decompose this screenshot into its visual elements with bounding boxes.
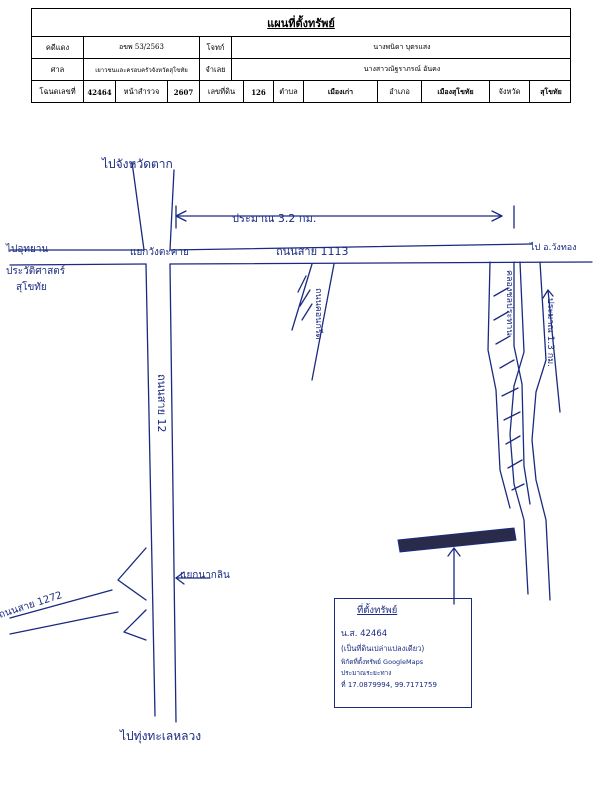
location-coord-note-1: พิกัดที่ตั้งทรัพย์ GoogleMaps xyxy=(341,658,424,666)
location-title: ที่ตั้งทรัพย์ xyxy=(357,605,398,616)
plaintiff-label: โจทก์ xyxy=(200,37,232,58)
subdistrict-value: เมืองเก่า xyxy=(304,81,378,103)
location-deed: น.ส. 42464 xyxy=(341,629,388,639)
irrigation-canal-label: คลองชลประทาน xyxy=(504,270,514,335)
sukhothai-label: สุโขทัย xyxy=(16,280,47,293)
land-value: 126 xyxy=(244,81,274,103)
intersection-triangle-lower xyxy=(123,609,147,641)
location-coord-note-2: ประมาณระยะทาง xyxy=(341,669,392,677)
court-value: เยาวชนและครอบครัวจังหวัดสุโขทัย xyxy=(84,59,200,80)
to-thung-thale-luang-label: ไปทุ่งทะเลหลวง xyxy=(119,729,201,744)
property-location-box: ที่ตั้งทรัพย์ น.ส. 42464 (เป็นที่ดินเปล่… xyxy=(334,598,472,708)
to-park-label: ไปอุทยาน xyxy=(5,243,48,255)
road-1272-edges xyxy=(9,589,119,635)
parcel-pointer-arrow xyxy=(447,547,461,557)
form-row-court: ศาล เยาวชนและครอบครัวจังหวัดสุโขทัย จำเล… xyxy=(32,59,570,81)
location-note: (เป็นที่ดินเปล่าแปลงเดียว) xyxy=(341,644,425,653)
distance-top-label: ประมาณ 3.2 กม. xyxy=(232,212,316,225)
hand-drawn-map: ไปจังหวัดตาก ไปอุทยาน ประวัติศาสตร์ สุโข… xyxy=(0,157,593,744)
concrete-road-label: ถนนคอนกรีต xyxy=(313,288,324,340)
road-12-right-edge xyxy=(169,169,177,723)
distance-right-arrow-top xyxy=(542,289,554,299)
plaintiff-value: นางพนิดา บุตรแสง xyxy=(373,43,431,51)
road-1113-top-edge xyxy=(9,243,533,251)
deed-value: 42464 xyxy=(84,81,116,103)
canal-left-edge xyxy=(487,261,511,509)
to-wang-thong-label: ไป อ.วังทอง xyxy=(529,242,577,253)
form-title: แผนที่ตั้งทรัพย์ xyxy=(267,17,335,30)
road-1113-bottom-edge xyxy=(9,261,593,266)
district-label: อำเภอ xyxy=(378,81,422,103)
property-parcel xyxy=(397,527,517,553)
to-tak-label: ไปจังหวัดตาก xyxy=(101,157,173,171)
intersection-pointer-arrow xyxy=(175,571,185,585)
form-row-case: คดีแดง อขพ 53/2563 โจทก์ นางพนิดา บุตรแส… xyxy=(32,37,570,59)
right-road-left-edge xyxy=(509,261,529,595)
location-coords: ที่ 17.0879994, 99.7171759 xyxy=(341,681,437,689)
intersection-triangle-upper xyxy=(117,547,147,601)
road-12-left-edge xyxy=(131,161,156,717)
distance-top-arrow-left xyxy=(175,210,187,222)
form-title-row: แผนที่ตั้งทรัพย์ xyxy=(32,9,570,37)
court-label: ศาล xyxy=(32,59,84,80)
land-label: เลขที่ดิน xyxy=(200,81,244,103)
wang-takhai-junction-label: แยกวังตะคาย xyxy=(130,247,189,258)
road-12-label: ถนนสาย 12 xyxy=(155,374,168,433)
historical-park-label: ประวัติศาสตร์ xyxy=(6,265,66,277)
concrete-road-edge-left xyxy=(291,263,313,331)
right-road-right-edge xyxy=(531,261,551,601)
case-value: อขพ 53/2563 xyxy=(84,37,200,58)
distance-right-label: ประมาณ 1.3 กม. xyxy=(545,298,555,367)
property-form-table: แผนที่ตั้งทรัพย์ คดีแดง อขพ 53/2563 โจทก… xyxy=(31,8,571,103)
defendant-label: จำเลย xyxy=(200,59,232,80)
concrete-road-edge-right xyxy=(311,263,335,381)
na-klin-intersection-label: แยกนากลิน xyxy=(180,570,230,581)
province-label: จังหวัด xyxy=(490,81,530,103)
subdistrict-label: ตำบล xyxy=(274,81,304,103)
defendant-value: นางสาวณัฐราภรณ์ อันคง xyxy=(363,65,441,73)
deed-label: โฉนดเลขที่ xyxy=(32,81,84,103)
case-label: คดีแดง xyxy=(32,37,84,58)
distance-right-line xyxy=(547,289,561,413)
survey-value: 2607 xyxy=(168,81,200,103)
distance-top-arrow-right xyxy=(491,210,503,222)
concrete-road-hatch xyxy=(297,275,313,321)
form-row-deed: โฉนดเลขที่ 42464 หน้าสำรวจ 2607 เลขที่ดิ… xyxy=(32,81,570,103)
province-value: สุโขทัย xyxy=(540,86,562,96)
district-value: เมืองสุโขทัย xyxy=(422,81,490,103)
canal-right-edge xyxy=(513,261,531,505)
survey-label: หน้าสำรวจ xyxy=(116,81,168,103)
